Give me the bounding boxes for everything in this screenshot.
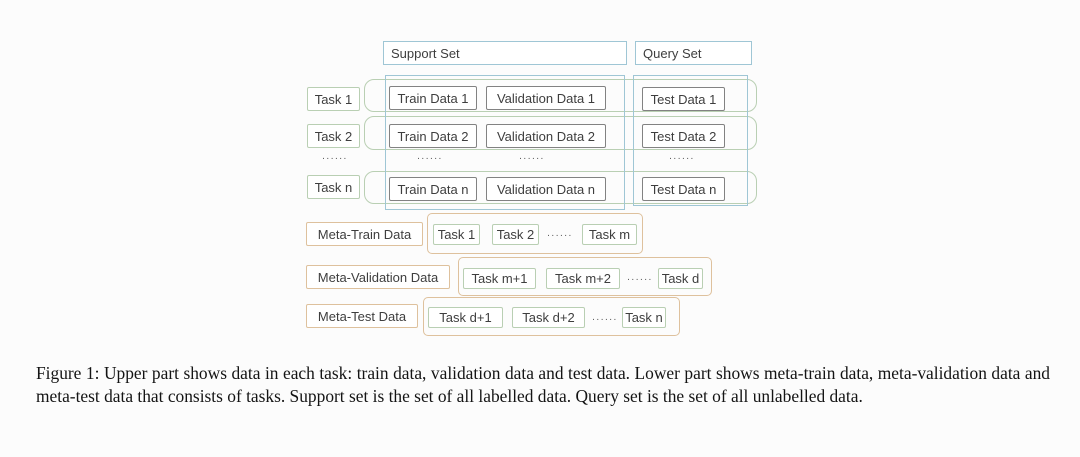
meta-validation-task-m1-box: Task m+1 (463, 268, 536, 289)
test-column-ellipsis: ...... (669, 151, 695, 162)
support-set-header: Support Set (383, 41, 627, 65)
meta-train-task-m-box: Task m (582, 224, 637, 245)
taskn-row-container (364, 171, 757, 204)
train-column-ellipsis: ...... (417, 151, 443, 162)
train-data-n-box: Train Data n (389, 177, 477, 201)
test-data-2-box: Test Data 2 (642, 124, 725, 148)
support-set-region (385, 75, 625, 210)
query-set-header: Query Set (635, 41, 752, 65)
meta-test-tasks-container (423, 297, 680, 336)
meta-train-task-1-box: Task 1 (433, 224, 480, 245)
task1-label-box: Task 1 (307, 87, 360, 111)
task-column-ellipsis: ...... (322, 151, 348, 162)
query-set-region (633, 75, 748, 206)
test-data-n-box: Test Data n (642, 177, 725, 201)
taskn-label-box: Task n (307, 175, 360, 199)
validation-data-2-box: Validation Data 2 (486, 124, 606, 148)
validation-column-ellipsis: ...... (519, 151, 545, 162)
meta-train-task-2-box: Task 2 (492, 224, 539, 245)
meta-validation-tasks-container (458, 257, 712, 296)
meta-test-ellipsis: ...... (592, 312, 618, 323)
task2-label-box: Task 2 (307, 124, 360, 148)
meta-test-task-d2-box: Task d+2 (512, 307, 585, 328)
meta-test-task-d1-box: Task d+1 (428, 307, 503, 328)
train-data-2-box: Train Data 2 (389, 124, 477, 148)
meta-validation-task-d-box: Task d (658, 268, 703, 289)
task2-row-container (364, 116, 757, 150)
figure-caption: Figure 1: Upper part shows data in each … (36, 363, 1050, 406)
meta-test-task-n-box: Task n (622, 307, 666, 328)
meta-train-ellipsis: ...... (547, 228, 573, 239)
meta-test-data-box: Meta-Test Data (306, 304, 418, 328)
validation-data-1-box: Validation Data 1 (486, 86, 606, 110)
train-data-1-box: Train Data 1 (389, 86, 477, 110)
meta-validation-data-box: Meta-Validation Data (306, 265, 450, 289)
meta-validation-ellipsis: ...... (627, 272, 653, 283)
meta-validation-task-m2-box: Task m+2 (546, 268, 620, 289)
task1-row-container (364, 79, 757, 112)
meta-train-data-box: Meta-Train Data (306, 222, 423, 246)
meta-train-tasks-container (427, 213, 643, 254)
test-data-1-box: Test Data 1 (642, 87, 725, 111)
validation-data-n-box: Validation Data n (486, 177, 606, 201)
